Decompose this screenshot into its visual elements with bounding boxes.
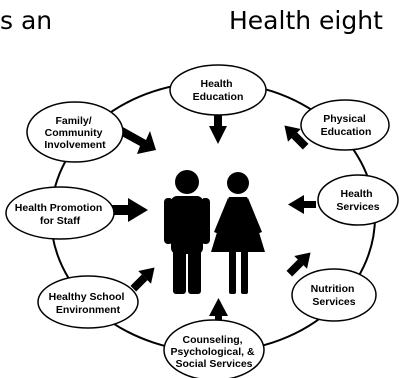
ellipse-health-education: [169, 64, 267, 116]
arrows: [112, 108, 316, 333]
ellipse-healthy-school-environment: [37, 275, 139, 329]
arrow-from-health-services: [288, 195, 316, 214]
ellipse-family-community-involvement: [26, 101, 124, 163]
label-health-promotion-staff: Health Promotion for Staff: [15, 202, 105, 227]
heading-right-fragment: Health eight: [229, 6, 383, 35]
label-family-community-involvement: Family/ Community Involvement: [44, 115, 106, 151]
arrow-from-physical-education: [284, 125, 309, 150]
label-physical-education: Physical Education: [321, 113, 372, 138]
ellipse-physical-education: [300, 99, 390, 151]
component-ellipses: [5, 64, 399, 378]
ellipse-health-promotion-staff: [5, 186, 115, 240]
ellipse-health-services: [317, 174, 399, 226]
female-figure-icon: [211, 172, 265, 294]
label-counseling-services: Counseling, Psychological, & Social Serv…: [171, 334, 258, 370]
arrow-from-family-community-involvement: [118, 126, 156, 154]
label-nutrition-services: Nutrition Services: [311, 283, 358, 308]
component-labels: Health Education Physical Education Heal…: [15, 78, 380, 370]
heading-left-fragment: s an: [0, 6, 53, 35]
label-healthy-school-environment: Healthy School Environment: [49, 291, 128, 316]
ellipse-nutrition-services: [291, 268, 377, 322]
ellipse-counseling-services: [163, 319, 265, 378]
arrow-from-health-promotion-staff: [112, 198, 148, 222]
label-health-services: Health Services: [336, 188, 379, 213]
arrow-from-healthy-school-environment: [130, 267, 155, 292]
arrow-from-health-education: [209, 108, 227, 144]
male-figure-icon: [164, 170, 210, 294]
label-health-education: Health Education: [193, 78, 244, 103]
arrow-from-nutrition-services: [286, 252, 311, 277]
